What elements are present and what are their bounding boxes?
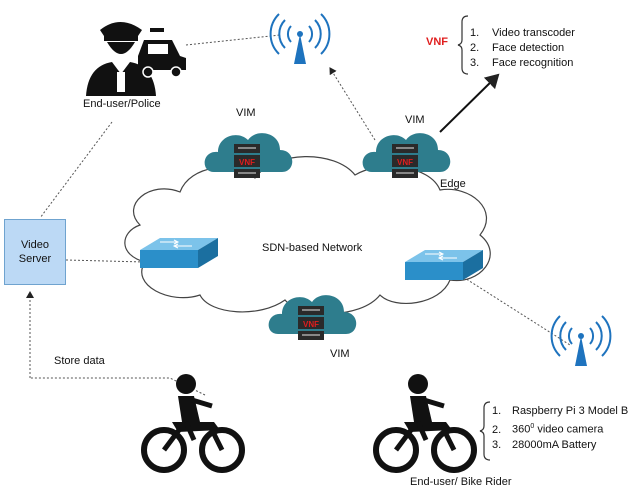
police-to-server-line <box>39 121 113 219</box>
end-user-bike-label: End-user/ Bike Rider <box>410 476 512 488</box>
bike-list-brace <box>479 401 491 461</box>
vim-left-label: VIM <box>236 107 256 119</box>
antenna-icon <box>550 315 612 366</box>
cloud-server-icon: VNF <box>268 295 357 340</box>
cloud-server-icon: VNF <box>362 133 451 178</box>
list-item: 3.28000mA Battery <box>492 438 597 451</box>
network-switch-icon <box>140 238 218 268</box>
antenna-icon <box>269 13 331 64</box>
video-server-box: Video Server <box>4 219 66 285</box>
list-item: 3.Face recognition <box>470 57 574 69</box>
vnf-tag: VNF <box>426 36 448 48</box>
switch-to-antenna-line <box>459 274 571 346</box>
police-icon <box>86 22 156 96</box>
video-server-label-line2: Server <box>18 253 52 265</box>
vnf-functions-list: 1.Video transcoder 2.Face detection 3.Fa… <box>470 26 575 71</box>
police-car-icon <box>138 28 186 78</box>
sdn-network-label: SDN-based Network <box>262 242 363 254</box>
network-switch-icon <box>405 250 483 280</box>
vim-bottom-label: VIM <box>330 348 350 360</box>
svg-text:VNF: VNF <box>303 320 319 329</box>
vnf-list-brace <box>457 15 469 75</box>
end-user-police-label: End-user/Police <box>83 98 161 110</box>
vim-top-label: VIM <box>405 114 425 126</box>
list-item: 1.Video transcoder <box>470 27 575 39</box>
svg-text:VNF: VNF <box>397 158 413 167</box>
list-item: 2.Face detection <box>470 42 565 54</box>
edge-label: Edge <box>440 178 466 190</box>
server-to-switch-line <box>65 259 146 263</box>
store-data-label: Store data <box>54 355 105 367</box>
vnf-functions-arrow <box>439 73 500 133</box>
bike-components-list: 1.Raspberry Pi 3 Model B 2.3600 video ca… <box>492 404 628 453</box>
sdn-network-cloud <box>124 156 491 315</box>
motorbike-rider-icon <box>373 374 477 473</box>
police-to-antenna-line <box>185 34 281 46</box>
list-item: 1.Raspberry Pi 3 Model B <box>492 405 629 417</box>
video-server-label-line1: Video <box>21 239 49 251</box>
svg-text:VNF: VNF <box>239 158 255 167</box>
motorbike-rider-icon <box>141 374 245 473</box>
edge-to-antenna-arrow <box>329 67 376 141</box>
list-item: 2.3600 video camera <box>492 423 604 436</box>
cloud-server-icon: VNF <box>204 133 293 178</box>
